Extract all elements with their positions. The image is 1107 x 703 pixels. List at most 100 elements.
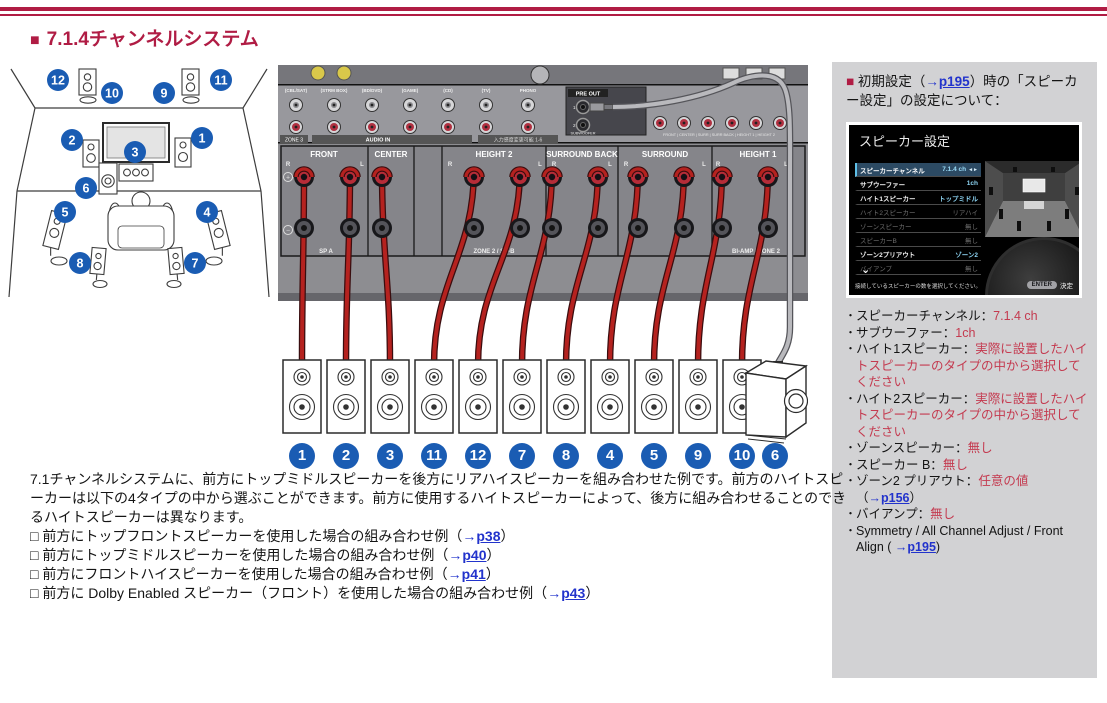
page-link[interactable]: p156: [881, 490, 910, 505]
default-settings-list: ・スピーカーチャンネル：7.1.4 ch・サブウーファー：1ch・ハイト1スピー…: [845, 308, 1088, 556]
setting-item: ・スピーカーチャンネル：7.1.4 ch: [845, 309, 1038, 323]
page-link[interactable]: p41: [461, 566, 486, 582]
gui-menu-row: ハイト2スピーカーリアハイ: [855, 205, 981, 219]
svg-text:(TV): (TV): [482, 88, 491, 93]
initial-settings-heading: ■ 初期設定（→p195）時の「スピーカー設定」の設定について：: [846, 74, 1078, 108]
room-speaker-number-badges: 12 10 9 11 2 1 3 6 5 4 8 7: [47, 69, 232, 274]
connection-number-badge: 7: [509, 443, 535, 469]
polarity-marks: + −: [283, 172, 293, 235]
svg-text:R: R: [624, 162, 629, 168]
connection-number-badge: 5: [641, 443, 667, 469]
setting-item: ・ハイト2スピーカー：実際に設置したハイトスピーカーのタイプの中から選択してくだ…: [845, 391, 1088, 439]
gui-enter-hint: ENTER 決定: [1026, 280, 1073, 290]
connection-number-badge: 3: [377, 443, 403, 469]
front-speakers: [82, 137, 192, 195]
connection-number-badge: 10: [729, 443, 755, 469]
gui-room-preview-image: [985, 161, 1079, 237]
speaker-badge: 7: [184, 252, 206, 274]
page-link[interactable]: p38: [476, 528, 501, 544]
connection-number-badge: 1: [289, 443, 315, 469]
svg-text:2: 2: [69, 134, 76, 148]
bookshelf-speaker: [282, 359, 322, 434]
svg-text:L: L: [360, 162, 364, 168]
bookshelf-speaker: [678, 359, 718, 434]
speaker-badge: 9: [153, 82, 175, 104]
svg-text:7: 7: [192, 257, 199, 271]
ceiling-speakers: [78, 68, 200, 104]
combination-example-item: □ 前方にフロントハイスピーカーを使用した場合の組み合わせ例（→p41）: [30, 566, 500, 582]
speaker-terminals: [293, 166, 779, 238]
svg-text:HEIGHT 1: HEIGHT 1: [740, 150, 777, 159]
scroll-down-indicator: ⌄: [861, 264, 871, 276]
speaker-badge: 12: [47, 69, 69, 91]
svg-text:(BD/DVD): (BD/DVD): [362, 88, 383, 93]
gui-title: スピーカー設定: [859, 134, 951, 149]
enter-button-glyph: ENTER: [1026, 281, 1057, 289]
connection-number-badge: 2: [333, 443, 359, 469]
connection-number-badge: 9: [685, 443, 711, 469]
connection-number-badge: 12: [465, 443, 491, 469]
svg-text:SURROUND: SURROUND: [642, 150, 688, 159]
combination-example-item: □ 前方に Dolby Enabled スピーカー（フロント）を使用した場合の組…: [30, 585, 600, 601]
bookshelf-speaker: [590, 359, 630, 434]
pre-out-label: PRE OUT: [576, 92, 601, 98]
left-right-arrows-icon: ◄►: [968, 167, 978, 173]
svg-text:PHONO: PHONO: [520, 88, 537, 93]
svg-text:SURROUND BACK: SURROUND BACK: [546, 150, 618, 159]
subwoofer-preout-label: SUBWOOFER: [571, 132, 596, 136]
svg-text:9: 9: [161, 87, 168, 101]
combination-example-item: □ 前方にトップフロントスピーカーを使用した場合の組み合わせ例（→p38）: [30, 528, 515, 544]
bookshelf-speaker: [370, 359, 410, 434]
svg-text:3: 3: [132, 146, 139, 160]
svg-text:8: 8: [77, 257, 84, 271]
room-outline: [8, 68, 270, 298]
audio-input-jacks: [289, 98, 535, 134]
svg-text:1: 1: [199, 132, 206, 146]
svg-text:−: −: [286, 228, 290, 235]
sofa-with-listener: [107, 191, 175, 251]
gui-menu-row: ハイト1スピーカートップミドル: [855, 191, 981, 205]
terminal-section-headers: FRONT CENTER HEIGHT 2 SURROUND BACK SURR…: [310, 150, 777, 159]
speaker-badge: 2: [61, 129, 83, 151]
speaker-badge: 11: [210, 69, 232, 91]
settings-sidebar: ■ 初期設定（→p195）時の「スピーカー設定」の設定について： スピーカー設定…: [832, 62, 1097, 678]
description-block: 7.1チャンネルシステムに、前方にトップミドルスピーカーを後方にリアハイスピーカ…: [30, 470, 848, 603]
page-link[interactable]: p43: [561, 585, 586, 601]
page-link[interactable]: p40: [462, 547, 487, 563]
connection-number-badge: 8: [553, 443, 579, 469]
svg-text:HEIGHT 2: HEIGHT 2: [476, 150, 513, 159]
section-dividers: [367, 146, 713, 256]
page-link[interactable]: p195: [938, 74, 970, 89]
system-description: 7.1チャンネルシステムに、前方にトップミドルスピーカーを後方にリアハイスピーカ…: [30, 471, 847, 525]
speaker-row: [282, 359, 762, 434]
top-rule-thick: [0, 7, 1107, 11]
page-title: ■7.1.4チャンネルシステム: [30, 29, 259, 50]
setting-item: ・スピーカー B：無し: [845, 457, 968, 472]
rca-plug: [589, 102, 605, 112]
svg-text:R: R: [448, 162, 453, 168]
speaker-connection-diagram: (CBL/SAT) (STRM BOX) (BD/DVD) (GAME) (CD…: [278, 65, 808, 470]
svg-text:5: 5: [62, 206, 69, 220]
gui-menu-row: バイアンプ無し: [855, 261, 981, 275]
svg-text:(GAME): (GAME): [402, 88, 419, 93]
speaker-badge: 3: [124, 141, 146, 163]
svg-text:(CD): (CD): [443, 88, 453, 93]
svg-text:+: +: [286, 175, 290, 182]
input-note-label: 入力感度変更可能 1-6: [494, 137, 543, 144]
svg-text:R: R: [552, 162, 557, 168]
setting-item: ・ハイト1スピーカー：実際に設置したハイトスピーカーのタイプの中から選択してくだ…: [845, 342, 1088, 389]
page-link[interactable]: p195: [907, 540, 936, 554]
speaker-badge: 4: [196, 201, 218, 223]
svg-text:L: L: [784, 162, 788, 168]
svg-text:L: L: [538, 162, 542, 168]
combination-example-item: □ 前方にトップミドルスピーカーを使用した場合の組み合わせ例（→p40）: [30, 547, 501, 563]
audio-in-strip: ZONE 3 AUDIO IN 入力感度変更可能 1-6: [280, 135, 558, 144]
speaker-wires: [298, 168, 772, 366]
bookshelf-speaker: [546, 359, 586, 434]
svg-text:SP A: SP A: [319, 249, 333, 255]
